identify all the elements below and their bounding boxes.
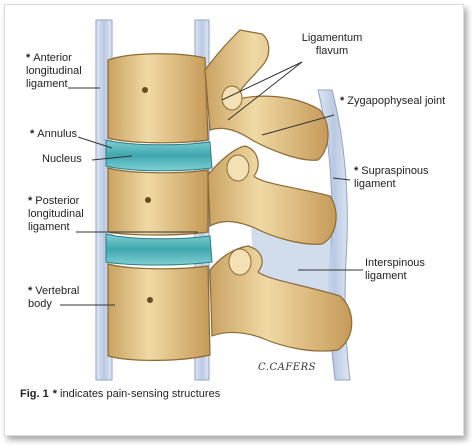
caption-text: indicates pain-sensing structures — [60, 388, 221, 400]
vertebral-body-bottom — [107, 263, 211, 361]
leader-lines — [60, 61, 363, 306]
facet-joint-lower — [228, 248, 252, 276]
label-annulus: *Annulus — [30, 128, 78, 140]
foramen-dot — [145, 197, 151, 203]
leader-ligamentum-flavum-1 — [221, 61, 303, 101]
intervertebral-disc-upper — [105, 139, 213, 172]
vertebral-body-top — [107, 53, 209, 144]
pain-sensing-marker: * — [340, 95, 345, 107]
leader-annulus — [77, 136, 113, 149]
facet-joint-middle — [226, 154, 250, 182]
pain-sensing-marker: * — [28, 285, 33, 297]
pain-sensing-marker: * — [26, 52, 31, 64]
artist-signature: C.CAFERS — [258, 362, 316, 373]
pain-sensing-marker: * — [28, 195, 33, 207]
label-supraspinous-ligament: *Supraspinous ligament — [354, 165, 429, 190]
foramen-dot — [147, 297, 153, 303]
label-vertebral-body: *Vertebral body — [28, 285, 80, 310]
figure-number: Fig. 1 — [20, 388, 49, 400]
figure-caption: Fig. 1*indicates pain-sensing structures — [20, 388, 220, 400]
leader-nucleus — [91, 155, 133, 161]
vertebral-body-middle — [107, 167, 209, 236]
lamina-top — [204, 29, 329, 161]
lamina-middle — [207, 145, 337, 245]
pain-sensing-marker: * — [52, 388, 58, 400]
label-ligamentum-flavum: Ligamentum flavum — [301, 32, 363, 57]
label-zygapophyseal-joint: *Zygapophyseal joint — [340, 95, 446, 107]
label-nucleus: Nucleus — [42, 153, 82, 165]
leader-zygapophyseal — [261, 114, 335, 136]
label-interspinous-ligament: Interspinous ligament — [365, 257, 425, 282]
foramen-dot — [142, 87, 148, 93]
facet-joint-upper — [221, 85, 243, 111]
label-posterior-longitudinal-ligament: *Posterior longitudinal ligament — [28, 195, 84, 233]
label-anterior-longitudinal-ligament: *Anterior longitudinal ligament — [26, 52, 82, 90]
intervertebral-disc-lower — [105, 233, 213, 266]
pain-sensing-marker: * — [30, 128, 35, 140]
leader-supraspinous — [332, 177, 351, 181]
pain-sensing-marker: * — [354, 165, 359, 177]
leader-ligamentum-flavum-2 — [227, 61, 303, 121]
